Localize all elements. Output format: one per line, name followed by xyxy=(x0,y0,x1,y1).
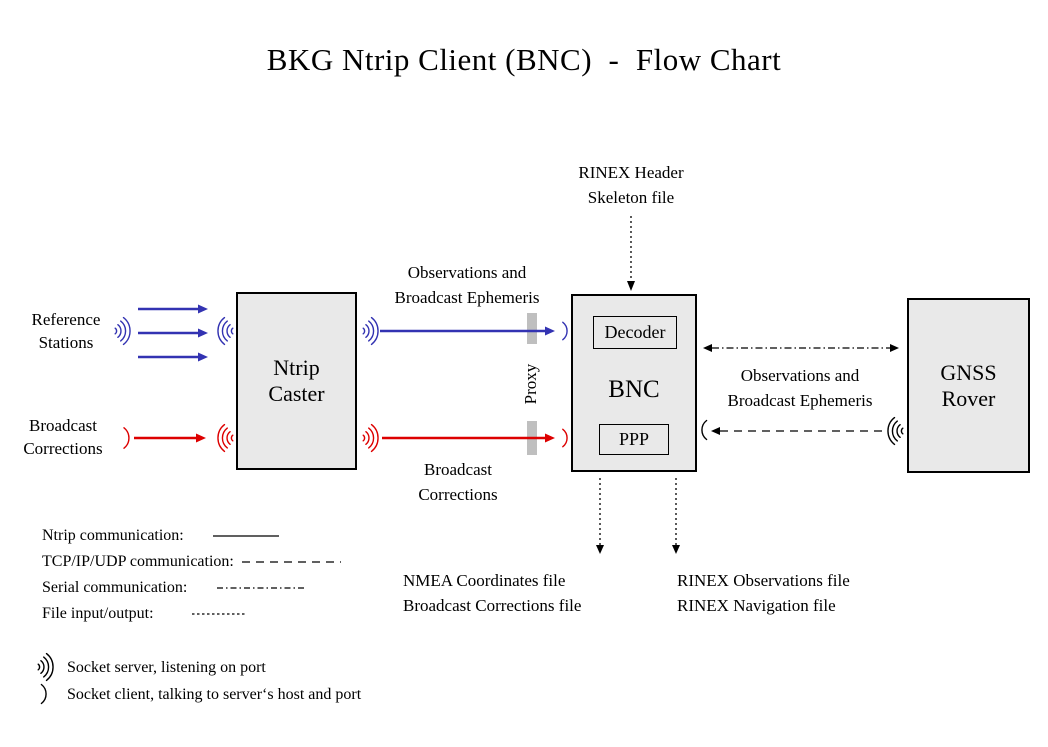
node-bnc-label: BNC xyxy=(608,376,660,403)
node-ntrip-caster: Ntrip Caster xyxy=(236,292,357,470)
socket-client-icon xyxy=(562,321,568,341)
legend-socket-client: Socket client, talking to server‘s host … xyxy=(67,686,362,703)
socket-server-icon xyxy=(217,423,234,453)
serial-communication-arrow xyxy=(703,344,899,352)
label-broadcast-corrections-input: Broadcast Corrections xyxy=(23,416,103,458)
legend-ntrip-communication: Ntrip communication: xyxy=(42,527,184,544)
socket-client-icon xyxy=(123,427,130,449)
label-broadcast-corrections-mid: Broadcast Corrections xyxy=(418,460,498,504)
legend-serial-communication: Serial communication: xyxy=(42,579,188,596)
label-observations-ephemeris-right: Observations and Broadcast Ephemeris xyxy=(727,366,873,410)
output-file-arrows xyxy=(596,478,680,554)
socket-server-icon xyxy=(887,416,904,446)
socket-server-icon xyxy=(37,652,54,682)
socket-server-icon xyxy=(362,316,379,346)
node-gnss-rover-label: GNSS Rover xyxy=(940,359,997,411)
socket-server-icon xyxy=(217,316,234,346)
legend-socket-server: Socket server, listening on port xyxy=(67,659,266,676)
socket-icons xyxy=(37,316,904,705)
label-proxy: Proxy xyxy=(521,363,540,405)
node-gnss-rover: GNSS Rover xyxy=(907,298,1030,473)
node-bnc: Decoder BNC PPP xyxy=(571,294,697,472)
reference-stations-arrows xyxy=(138,304,208,362)
page-title: BKG Ntrip Client (BNC) - Flow Chart xyxy=(266,42,782,77)
label-reference-stations: Reference Stations xyxy=(31,310,101,352)
node-ppp: PPP xyxy=(599,424,669,455)
socket-server-icon xyxy=(114,316,131,346)
tcp-communication-arrow xyxy=(711,427,886,435)
node-decoder: Decoder xyxy=(593,316,677,349)
legend-line-samples xyxy=(192,535,341,615)
rinex-header-file-arrow xyxy=(627,216,635,291)
label-rinex-header-skeleton: RINEX Header Skeleton file xyxy=(578,163,684,207)
legend-tcp-communication: TCP/IP/UDP communication: xyxy=(42,553,234,570)
observations-stream-arrow xyxy=(380,326,555,336)
socket-client-icon xyxy=(701,419,708,441)
socket-server-icon xyxy=(362,423,379,453)
socket-client-icon xyxy=(562,428,568,448)
legend-file-io: File input/output: xyxy=(42,605,154,622)
label-output-files-left: NMEA Coordinates file Broadcast Correcti… xyxy=(403,571,582,615)
socket-client-icon xyxy=(40,683,47,705)
broadcast-corrections-input-arrow xyxy=(134,433,206,443)
label-observations-ephemeris-top: Observations and Broadcast Ephemeris xyxy=(394,263,540,307)
corrections-stream-arrow xyxy=(382,433,555,443)
label-output-files-right: RINEX Observations file RINEX Navigation… xyxy=(677,571,850,615)
node-ntrip-caster-label: Ntrip Caster xyxy=(268,355,325,406)
